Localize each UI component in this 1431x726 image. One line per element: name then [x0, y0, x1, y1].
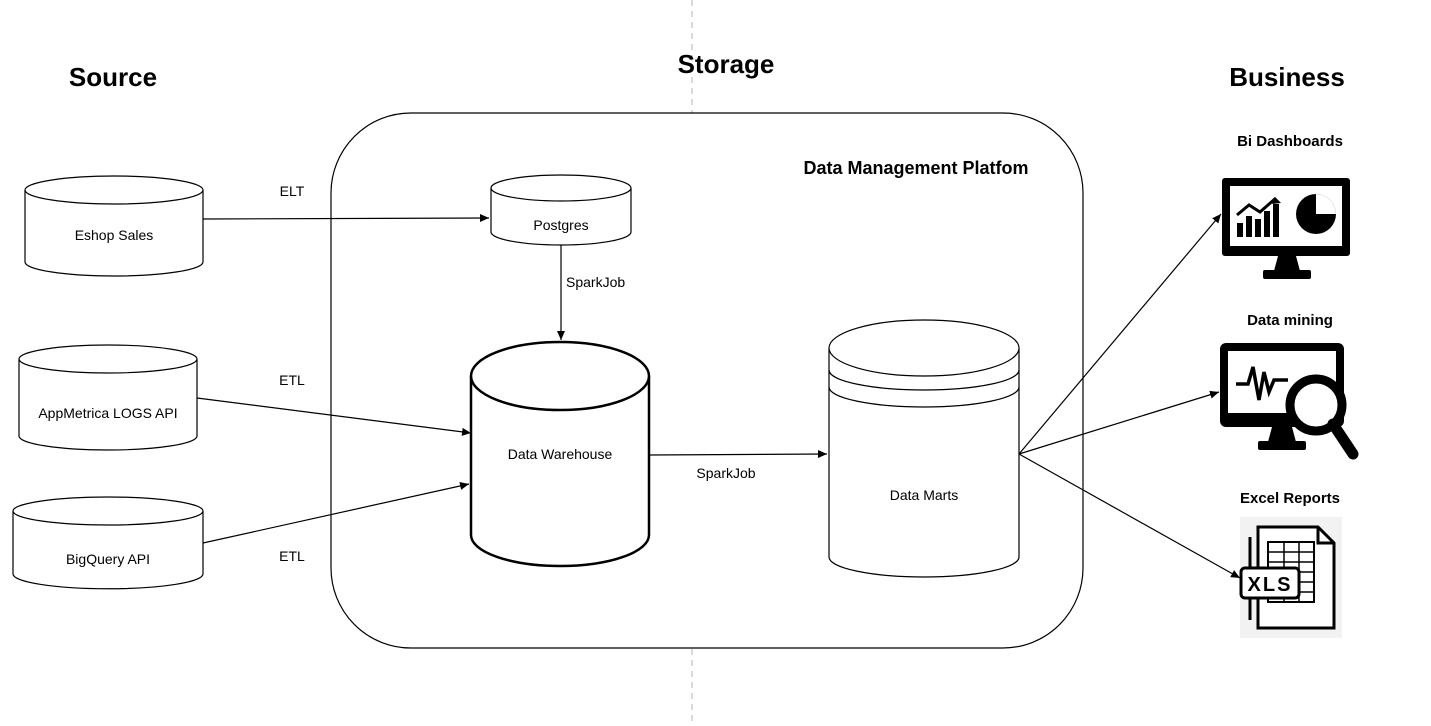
edge-label-sparkjob-warehouse: SparkJob: [696, 465, 755, 481]
postgres-node: Postgres: [490, 174, 632, 246]
bi-dashboards-label: Bi Dashboards: [1237, 133, 1343, 150]
source-column-title: Source: [69, 62, 157, 92]
svg-text:XLS: XLS: [1248, 574, 1293, 596]
edge-label-sparkjob-postgres: SparkJob: [566, 274, 625, 290]
eshop-sales-label: Eshop Sales: [75, 227, 154, 243]
appmetrica-label: AppMetrica LOGS API: [38, 405, 177, 421]
data-warehouse-label: Data Warehouse: [508, 446, 613, 462]
xls-file-icon: XLS: [1239, 517, 1342, 638]
edge-marts-to-excel: [1018, 453, 1241, 579]
business-column-title: Business: [1229, 62, 1345, 92]
source-bigquery: BigQuery API: [12, 496, 204, 590]
data-marts-label: Data Marts: [890, 487, 958, 503]
postgres-label: Postgres: [533, 217, 588, 233]
excel-reports-label: Excel Reports: [1240, 490, 1340, 507]
data-marts-node: Data Marts: [828, 319, 1020, 578]
source-appmetrica: AppMetrica LOGS API: [18, 344, 198, 451]
edge-bigquery-to-warehouse: [202, 482, 470, 544]
edge-warehouse-to-marts: [648, 450, 828, 459]
edge-label-elt: ELT: [280, 183, 305, 199]
storage-column-title: Storage: [678, 49, 775, 79]
bigquery-label: BigQuery API: [66, 551, 150, 567]
edge-marts-to-datamining: [1018, 390, 1220, 455]
edge-marts-to-dashboards: [1018, 213, 1222, 455]
data-mining-monitor-icon: [1220, 343, 1359, 460]
edge-appmetrica-to-warehouse: [196, 397, 472, 436]
edge-eshop-to-postgres: [202, 214, 490, 223]
data-mining-label: Data mining: [1247, 312, 1333, 329]
edge-label-etl-appmetrica: ETL: [279, 372, 305, 388]
edge-label-etl-bigquery: ETL: [279, 548, 305, 564]
platform-label: Data Management Platfom: [803, 158, 1028, 178]
data-warehouse-node: Data Warehouse: [469, 340, 651, 568]
source-eshop-sales: Eshop Sales: [24, 175, 204, 277]
dashboard-monitor-icon: [1222, 178, 1350, 279]
